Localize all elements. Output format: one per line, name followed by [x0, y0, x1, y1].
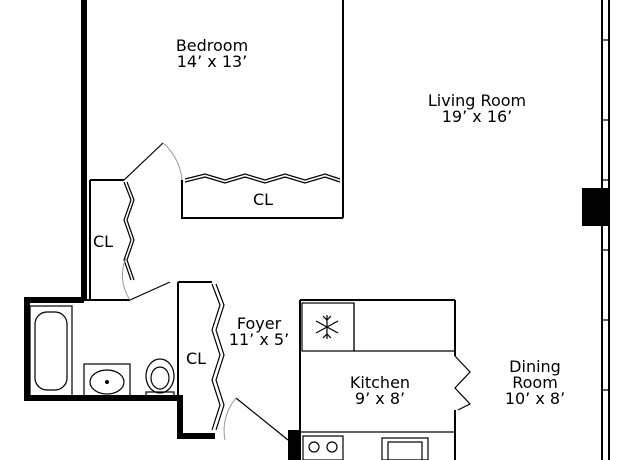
room-name: Bedroom — [176, 36, 248, 55]
room-name: Kitchen — [350, 373, 410, 392]
bedroom-closet-doors — [184, 173, 341, 184]
wall-pier — [288, 430, 300, 460]
closet-label-foyer: CL — [186, 349, 206, 368]
room-size: 10’ x 8’ — [505, 389, 565, 408]
stove-icon — [300, 431, 455, 460]
room-size: 11’ x 5’ — [229, 330, 289, 349]
room-name: Living Room — [428, 91, 526, 110]
room-size: 19’ x 16’ — [442, 107, 513, 126]
room-size: 14’ x 13’ — [177, 52, 248, 71]
room-label-bedroom: Bedroom 14’ x 13’ — [176, 36, 248, 71]
bedroom-door — [123, 142, 183, 181]
foyer-closet-doors — [211, 283, 225, 431]
sink-icon — [83, 363, 131, 399]
room-label-kitchen: Kitchen 9’ x 8’ — [350, 373, 410, 408]
bathtub-icon — [29, 305, 73, 397]
room-label-foyer: Foyer 11’ x 5’ — [229, 314, 289, 349]
room-name: Dining — [509, 357, 561, 376]
room-name: Foyer — [237, 314, 282, 333]
toilet-icon — [145, 358, 175, 401]
room-label-living: Living Room 19’ x 16’ — [428, 91, 526, 126]
room-name-line2: Room — [512, 373, 558, 392]
hall-closet-doors — [123, 181, 135, 281]
kitchen-sink-icon — [381, 437, 429, 460]
structural-column — [582, 188, 610, 226]
bathroom-door — [121, 257, 171, 301]
entry-door — [223, 397, 289, 441]
room-label-dining: Dining Room 10’ x 8’ — [505, 357, 565, 408]
refrigerator — [301, 302, 455, 352]
closet-label-hall: CL — [93, 232, 113, 251]
walls — [24, 0, 610, 460]
kitchen-dining-doors — [454, 355, 471, 411]
closet-label-bedroom: CL — [253, 190, 273, 209]
snowflake-icon — [315, 315, 339, 339]
room-size: 9’ x 8’ — [355, 389, 405, 408]
